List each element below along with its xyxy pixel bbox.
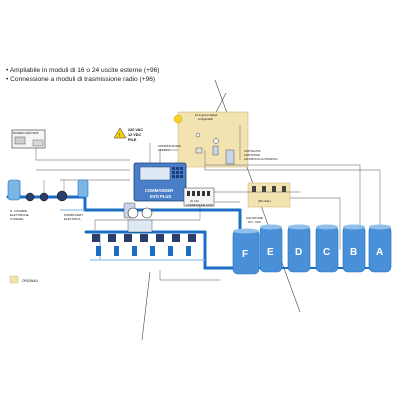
digital-inputs-sub: configurabili	[198, 117, 213, 121]
flow-meter-sub2: AD IMPULSI AUTOMATICI	[244, 157, 278, 161]
legend-swatch	[9, 275, 19, 284]
flow-meter-sub: CONTATORI	[244, 153, 260, 157]
power-220vac: 220 VAC	[128, 128, 143, 132]
sensor-device	[212, 145, 219, 156]
commander-display	[139, 166, 171, 181]
sensor-box	[195, 147, 203, 154]
fert-pump-label: POMPA FERT.	[64, 213, 84, 217]
radio-module-label: (RS radio)	[258, 199, 271, 203]
expansion-sub: CONNESSIONE 32V0)	[186, 203, 213, 207]
valve-manifold	[92, 234, 196, 256]
tank-f-label: F	[242, 249, 248, 260]
digital-inputs-label: 16 ingressi digitali	[195, 113, 218, 117]
dosing-unit	[127, 219, 153, 233]
tank-e-top	[260, 224, 282, 230]
pump-icon-2	[39, 192, 49, 202]
wire-network	[35, 125, 381, 281]
commander-keypad	[172, 167, 183, 178]
power-12vdc: 12 VDC	[128, 133, 142, 137]
sun-icon	[173, 114, 183, 124]
tank-d-label: D	[295, 247, 302, 258]
tank-a-top	[369, 224, 391, 230]
expansion-relays	[187, 191, 210, 196]
pump-icon-1	[25, 192, 35, 202]
tank-b-top	[343, 224, 365, 230]
main-pumps-label: N. 3 POMPE	[10, 209, 27, 213]
intro-line-modules: • Ampliabile in moduli di 16 o 24 uscite…	[6, 67, 160, 74]
commander-model: EVO PLUS	[150, 194, 171, 199]
gauge-icon-right	[141, 207, 153, 219]
fertilizer-tanks: F E D C B A	[232, 224, 392, 275]
modem-label: MODEM GSM/ SMS	[13, 131, 39, 135]
modem-screen	[14, 136, 26, 145]
tank-f-top	[233, 228, 259, 234]
tank-a-label: A	[376, 247, 383, 258]
water-source-tank	[7, 179, 21, 201]
intro-text: • Ampliabile in moduli di 16 o 24 uscite…	[6, 66, 386, 84]
warning-sign-icon	[113, 127, 127, 139]
flow-meter-device	[225, 149, 235, 165]
diagonal-line-left	[141, 271, 151, 341]
commander-brand: COMMANDER	[145, 188, 173, 193]
pump-icon-3	[56, 190, 68, 202]
tank-c-top	[316, 224, 338, 230]
fert-pump-sub: ELETTRICA	[64, 217, 81, 221]
legend-label: ORIGINALI	[22, 279, 38, 283]
agitator-label: AGITATORE	[246, 216, 263, 220]
expansion-module	[183, 187, 215, 207]
tank-d-top	[288, 224, 310, 230]
tank-b-label: B	[350, 247, 357, 258]
antenna-voltage: 24 V 12 V	[158, 148, 170, 152]
sensor-panel	[177, 111, 249, 168]
gauge-icon	[213, 138, 219, 144]
expansion-label: (N. 120	[190, 199, 199, 203]
agitator-sub: ON - OFF	[248, 220, 261, 224]
modem-keypad	[32, 139, 44, 147]
filter-tank	[77, 179, 89, 198]
sensor-probe	[195, 132, 201, 138]
power-battery: PILE	[128, 138, 137, 142]
warning-mark: !	[119, 133, 120, 139]
radio-relays	[252, 186, 286, 192]
tank-e-label: E	[267, 247, 274, 258]
gauge-icon-left	[127, 207, 139, 219]
main-pumps-sub: ELETTRICHE	[10, 213, 29, 217]
flow-meter-label: CONTALITRI	[244, 149, 261, 153]
intro-line-radio: • Connessione a moduli di trasmissione r…	[6, 76, 156, 83]
antenna-label: ANTENNA RADIO	[158, 144, 182, 148]
tank-c-label: C	[323, 247, 330, 258]
main-pumps-sub2: O DIESEL	[10, 217, 24, 221]
